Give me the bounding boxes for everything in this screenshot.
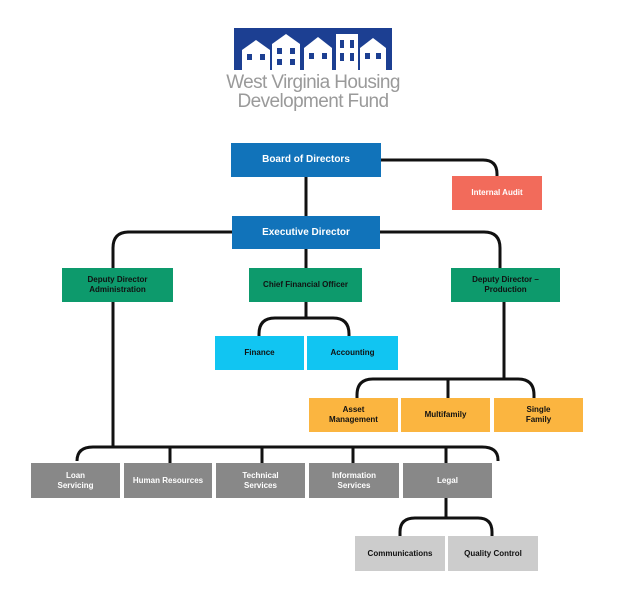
legal-box: Legal — [403, 463, 492, 498]
connector-production-units — [355, 302, 536, 398]
logo-text-line1: West Virginia Housing — [226, 72, 400, 93]
internal-audit-box: Internal Audit — [452, 176, 542, 210]
connector-admin-units — [75, 302, 500, 463]
connector-cfo-finance — [257, 302, 351, 336]
information-services-box: Information Services — [309, 463, 399, 498]
finance-box: Finance — [215, 336, 304, 370]
deputy-director-administration-box: Deputy Director Administration — [62, 268, 173, 302]
human-resources-box: Human Resources — [124, 463, 212, 498]
connector-board-audit — [381, 158, 499, 178]
logo-text-line2: Development Fund — [237, 91, 390, 112]
loan-servicing-box: Loan Servicing — [31, 463, 120, 498]
chief-financial-officer-box: Chief Financial Officer — [249, 268, 362, 302]
asset-management-box: Asset Management — [309, 398, 398, 432]
single-family-box: Single Family — [494, 398, 583, 432]
technical-services-box: Technical Services — [216, 463, 305, 498]
executive-director-box: Executive Director — [232, 216, 380, 249]
deputy-director-production-box: Deputy Director – Production — [451, 268, 560, 302]
connector-legal-units — [398, 498, 494, 536]
houses-logo-icon — [234, 28, 392, 70]
quality-control-box: Quality Control — [448, 536, 538, 571]
communications-box: Communications — [355, 536, 445, 571]
logo: West Virginia Housing Development Fund — [218, 28, 408, 112]
accounting-box: Accounting — [307, 336, 398, 370]
board-of-directors-box: Board of Directors — [231, 143, 381, 177]
multifamily-box: Multifamily — [401, 398, 490, 432]
connector-executive-branches — [111, 230, 502, 268]
